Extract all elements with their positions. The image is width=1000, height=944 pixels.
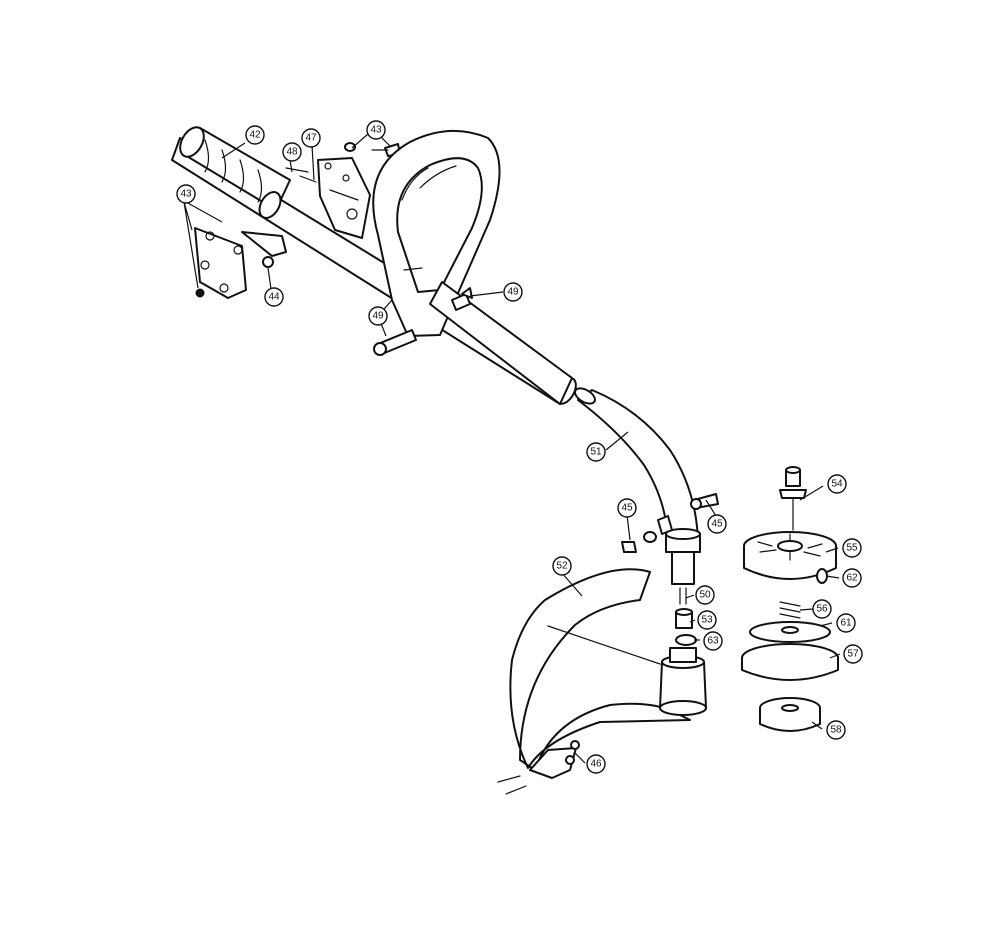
svg-text:47: 47 — [305, 133, 317, 144]
svg-text:49: 49 — [372, 311, 384, 322]
svg-text:49: 49 — [507, 287, 519, 298]
callout-49-right: 49 — [503, 282, 523, 302]
callout-61: 61 — [836, 613, 856, 633]
grass-deflector-guard — [509, 568, 691, 771]
callout-49-lower: 49 — [368, 306, 388, 326]
callout-42: 42 — [245, 125, 265, 145]
callout-44: 44 — [264, 287, 284, 307]
callout-51: 51 — [586, 442, 606, 462]
svg-text:43: 43 — [370, 125, 382, 136]
callout-62: 62 — [842, 568, 862, 588]
callout-55: 55 — [842, 538, 862, 558]
svg-text:51: 51 — [590, 447, 602, 458]
callout-53: 53 — [697, 610, 717, 630]
loop-handle — [372, 129, 501, 337]
callout-50: 50 — [695, 585, 715, 605]
throttle-housing-right — [285, 142, 401, 239]
callout-43-left: 43 — [176, 184, 196, 204]
handle-grip — [179, 126, 291, 219]
svg-text:46: 46 — [590, 759, 602, 770]
svg-text:58: 58 — [830, 725, 842, 736]
svg-text:62: 62 — [846, 573, 858, 584]
throttle-housing-left — [194, 227, 287, 299]
svg-text:52: 52 — [556, 561, 568, 572]
callout-63: 63 — [703, 631, 723, 651]
svg-text:55: 55 — [846, 543, 858, 554]
svg-text:45: 45 — [621, 503, 633, 514]
svg-text:50: 50 — [699, 590, 711, 601]
lower-bent-shaft — [574, 387, 699, 541]
callout-56: 56 — [812, 599, 832, 619]
svg-text:57: 57 — [847, 649, 859, 660]
callout-58: 58 — [826, 720, 846, 740]
guard-bracket — [497, 740, 580, 795]
svg-text:48: 48 — [286, 147, 298, 158]
callout-46: 46 — [586, 754, 606, 774]
callout-48: 48 — [282, 142, 302, 162]
svg-text:43: 43 — [180, 189, 192, 200]
svg-text:42: 42 — [249, 130, 261, 141]
svg-text:44: 44 — [268, 292, 280, 303]
svg-text:45: 45 — [711, 519, 723, 530]
svg-text:54: 54 — [831, 479, 843, 490]
shaft-clamp — [657, 515, 701, 585]
callout-45-right: 45 — [707, 514, 727, 534]
svg-text:63: 63 — [707, 636, 719, 647]
callout-52: 52 — [552, 556, 572, 576]
callout-43-top: 43 — [366, 120, 386, 140]
svg-text:56: 56 — [816, 604, 828, 615]
drive-shaft-parts — [675, 587, 697, 646]
callout-54: 54 — [827, 474, 847, 494]
front-shaft — [429, 281, 573, 405]
trimmer-head-assembly — [741, 466, 839, 732]
handle-bolt — [373, 287, 473, 356]
callout-45-left: 45 — [617, 498, 637, 518]
svg-text:61: 61 — [840, 618, 852, 629]
callout-57: 57 — [843, 644, 863, 664]
leader-lines — [183, 133, 841, 764]
gearhead-housing — [659, 647, 707, 716]
callout-47: 47 — [301, 128, 321, 148]
svg-text:53: 53 — [701, 615, 713, 626]
